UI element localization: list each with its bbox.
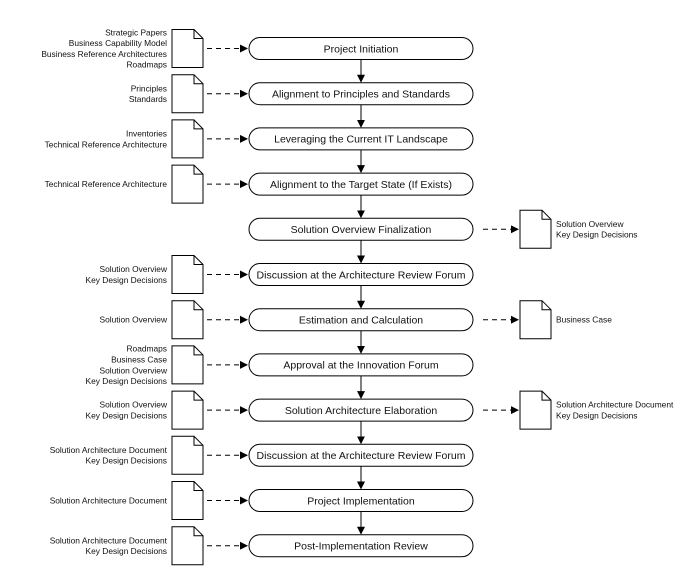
input-document-label: Business Reference Architectures: [41, 49, 167, 59]
process-step-group: Estimation and Calculation Solution Overv…: [100, 300, 612, 354]
process-step-group: Alignment to the Target State (If Exists…: [45, 164, 474, 219]
input-document-icon: [171, 481, 204, 520]
input-document-label: Strategic Papers: [105, 27, 167, 37]
input-document-label: Technical Reference Architecture: [45, 139, 168, 149]
process-step-label: Alignment to Principles and Standards: [272, 89, 450, 101]
process-step-label: Solution Architecture Elaboration: [285, 405, 438, 417]
output-document-icon-fold: [541, 391, 551, 401]
input-document-label: Solution Overview: [100, 315, 168, 325]
input-document-icon-fold: [193, 74, 203, 85]
input-document-icon: [171, 345, 204, 385]
process-step-box: [248, 534, 474, 558]
process-step-group: Approval at the Innovation Forum Roadmaps…: [86, 344, 474, 400]
input-document-icon: [171, 390, 204, 430]
input-document-icon-fold: [193, 165, 203, 175]
input-document-icon: [171, 526, 204, 566]
output-document-icon: [519, 209, 552, 249]
input-document-icon: [171, 255, 204, 294]
input-document-label: Principles: [131, 83, 167, 93]
input-document-label: Solution Architecture Document: [50, 445, 168, 455]
process-step-label: Discussion at the Architecture Review Fo…: [257, 269, 466, 281]
input-document-label: Key Design Decisions: [86, 546, 167, 556]
input-document-icon-fold: [193, 29, 203, 39]
input-document-icon-fold: [193, 481, 203, 491]
input-document-icon-fold: [193, 391, 203, 401]
input-document-icon: [171, 300, 204, 340]
input-document-label: Solution Overview: [100, 400, 168, 410]
input-document-label: Key Design Decisions: [86, 456, 167, 466]
input-document-label: Inventories: [126, 129, 167, 139]
process-step-label: Discussion at the Architecture Review Fo…: [257, 450, 466, 462]
input-document-label: Key Design Decisions: [86, 411, 167, 421]
process-step-group: Post-Implementation Review Solution Archi…: [50, 526, 474, 566]
process-step-group: Discussion at the Architecture Review Fo…: [50, 435, 474, 490]
input-document-icon-fold: [193, 526, 203, 537]
input-document-label: Roadmaps: [126, 60, 167, 70]
output-document-label: Solution Overview: [556, 219, 624, 229]
output-document-icon: [519, 390, 552, 430]
input-document-label: Solution Architecture Document: [50, 535, 168, 545]
process-step-label: Approval at the Innovation Forum: [283, 360, 439, 372]
process-step-label: Leveraging the Current IT Landscape: [274, 134, 448, 146]
output-document-label: Solution Architecture Document: [556, 400, 674, 410]
input-document-label: Solution Overview: [100, 365, 168, 375]
input-document-icon: [171, 435, 204, 475]
input-document-icon: [171, 74, 204, 114]
output-document-icon-fold: [541, 210, 551, 220]
output-document-icon-fold: [541, 300, 551, 311]
input-document-icon-fold: [193, 436, 203, 446]
input-document-label: Key Design Decisions: [86, 376, 167, 386]
input-document-icon-fold: [193, 119, 203, 130]
input-document-icon-fold: [193, 345, 203, 356]
input-document-icon-fold: [193, 300, 203, 311]
process-step-group: Leveraging the Current IT Landscape Inven…: [45, 119, 474, 174]
input-document-label: Solution Architecture Document: [50, 496, 168, 506]
input-document-icon-fold: [193, 255, 203, 265]
process-step-group: Project Implementation Solution Architect…: [50, 481, 474, 535]
process-step-group: Discussion at the Architecture Review Fo…: [86, 255, 474, 309]
process-step-group: Alignment to Principles and Standards Pri…: [129, 74, 474, 128]
process-step-label: Alignment to the Target State (If Exists…: [270, 179, 452, 191]
input-document-label: Standards: [129, 94, 167, 104]
process-step-label: Project Initiation: [324, 43, 399, 55]
process-step-label: Project Implementation: [307, 495, 415, 507]
output-document-icon: [519, 300, 552, 340]
input-document-label: Business Capability Model: [69, 38, 167, 48]
input-document-icon: [171, 119, 204, 159]
process-step-label: Estimation and Calculation: [299, 315, 423, 327]
input-document-icon: [171, 164, 204, 204]
input-document-label: Key Design Decisions: [86, 275, 167, 285]
process-step-label: Solution Overview Finalization: [291, 224, 432, 236]
input-document-label: Roadmaps: [126, 344, 167, 354]
output-document-label: Business Case: [556, 315, 612, 325]
process-step-group: Solution Overview Finalization Solution O…: [248, 209, 637, 264]
input-document-label: Solution Overview: [100, 264, 168, 274]
input-document-label: Business Case: [111, 355, 167, 365]
input-document-label: Technical Reference Architecture: [45, 179, 168, 189]
process-step-group: Solution Architecture Elaboration Solutio…: [86, 390, 674, 445]
output-document-label: Key Design Decisions: [556, 230, 637, 240]
process-step-label: Post-Implementation Review: [294, 541, 428, 553]
input-document-icon: [171, 29, 204, 68]
output-document-label: Key Design Decisions: [556, 411, 637, 421]
